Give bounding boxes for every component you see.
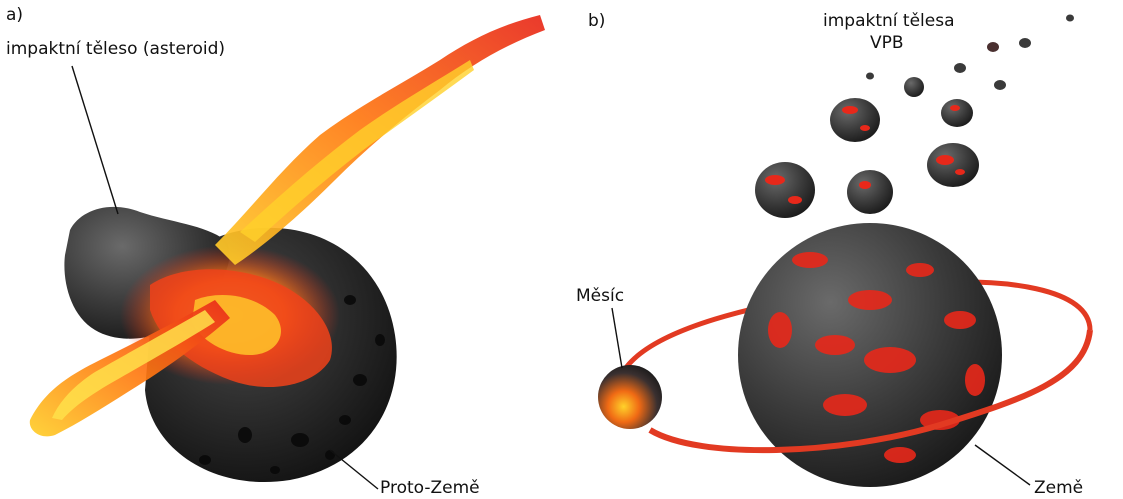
- impactor-body: [847, 170, 893, 214]
- impactor-body: [927, 143, 979, 187]
- panel-b-illustration: [598, 14, 1093, 487]
- leader-impactor: [71, 65, 119, 215]
- ejecta-jet-upper-core: [240, 60, 474, 242]
- impactor-bodies: [755, 14, 1074, 218]
- impactors-label-line2: VPB: [870, 33, 904, 53]
- leader-proto-earth: [329, 449, 379, 490]
- panel-a-tag: a): [6, 5, 24, 25]
- impactor-body: [1019, 38, 1031, 48]
- impactor-body: [1066, 14, 1074, 22]
- impactors-label-line1: impaktní tělesa: [823, 11, 955, 31]
- impactor-body: [987, 42, 999, 52]
- earth-label: Země: [1034, 478, 1084, 498]
- impactor-body: [866, 72, 874, 80]
- ejecta-jet-lower-core: [52, 310, 215, 420]
- moon-label: Měsíc: [576, 286, 625, 306]
- moon-body: [598, 365, 662, 429]
- leader-moon: [611, 307, 623, 369]
- moon-orbit-front: [648, 329, 1093, 454]
- proto-earth-label: Proto-Země: [380, 478, 480, 498]
- impactor-body: [954, 63, 966, 73]
- impactor-label: impaktní těleso (asteroid): [6, 39, 226, 59]
- panel-a-illustration: [29, 15, 545, 490]
- impactor-body: [830, 98, 880, 142]
- impactor-body: [941, 99, 973, 127]
- impactor-body: [755, 162, 815, 218]
- impactor-body: [994, 80, 1006, 90]
- leader-earth: [974, 444, 1031, 486]
- impactor-body: [904, 77, 924, 97]
- panel-b-tag: b): [588, 11, 606, 31]
